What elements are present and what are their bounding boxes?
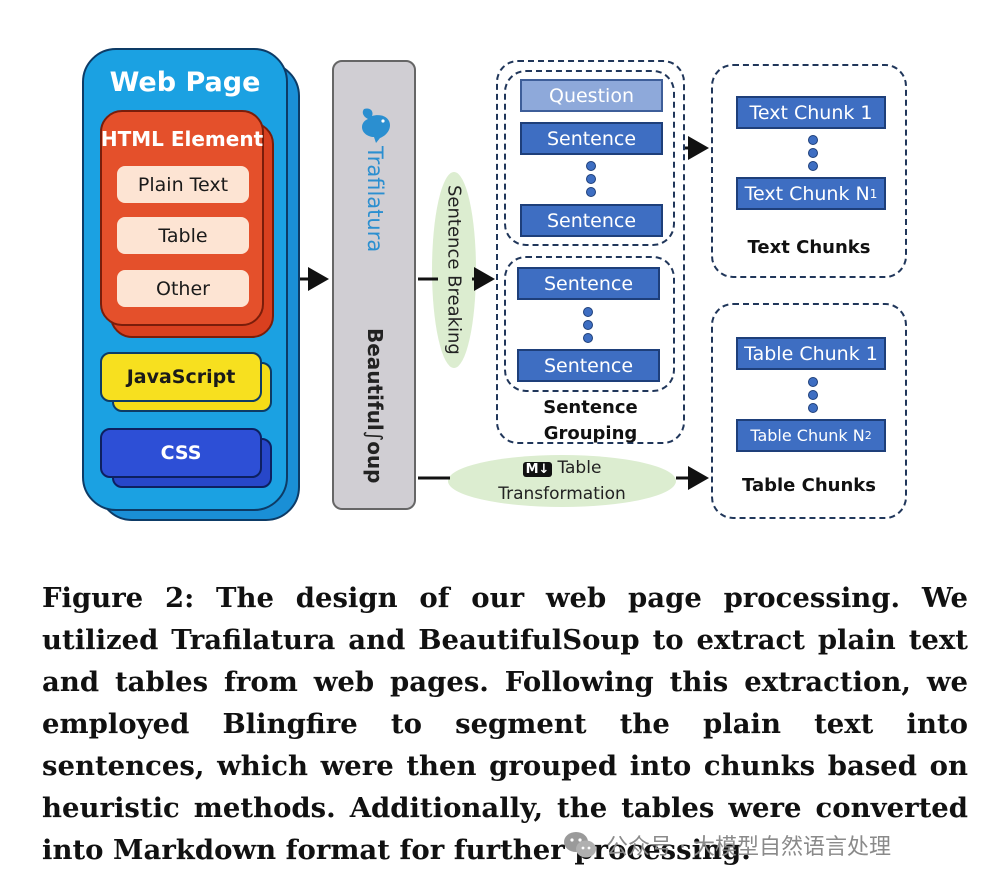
sentence-box: Sentence	[520, 122, 663, 155]
ellipsis-dot	[808, 148, 818, 158]
figure-caption: Figure 2: The design of our web page pro…	[42, 582, 968, 866]
ellipsis-dot	[583, 320, 593, 330]
sentence-breaking-oval	[432, 172, 476, 368]
table-chunks-box	[711, 303, 907, 519]
table-transformation-line2: Transformation	[498, 484, 626, 504]
wechat-icon	[564, 832, 596, 858]
web-page-title: Web Page	[109, 66, 261, 98]
sentence-breaking-label: Sentence Breaking	[443, 185, 465, 355]
ellipsis-dot	[808, 390, 818, 400]
other-item: Other	[117, 270, 249, 307]
question-box: Question	[520, 79, 663, 112]
trafilatura-label: Trafilatura	[363, 146, 387, 253]
sentence-grouping-title: Sentence Grouping	[496, 395, 685, 447]
ellipsis-dot	[586, 187, 596, 197]
sentence-group-1	[504, 70, 675, 246]
ellipsis-dot	[586, 161, 596, 171]
sentence-box: Sentence	[520, 204, 663, 237]
table-chunks-title: Table Chunks	[742, 474, 876, 496]
watermark-text: 公众号 · 大模型自然语言处理	[606, 835, 891, 860]
table-transformation-label: M↓ Table Transformation	[448, 456, 676, 506]
table-chunk-first: Table Chunk 1	[736, 337, 886, 370]
ellipsis-dot	[586, 174, 596, 184]
css-box: CSS	[100, 428, 262, 478]
sentence-box: Sentence	[517, 349, 660, 382]
html-element-title: HTML Element	[100, 127, 264, 151]
table-transformation-oval	[448, 455, 676, 507]
beautifulsoup-label: Beautiful∫oup	[358, 328, 392, 483]
ellipsis-dot	[808, 161, 818, 171]
ellipsis-dot	[808, 135, 818, 145]
soup-s-icon: ∫	[363, 430, 387, 442]
table-item: Table	[117, 217, 249, 254]
trafilatura-logo-icon	[362, 108, 390, 143]
text-chunk-last-label: Text Chunk N	[744, 182, 870, 205]
text-chunk-first: Text Chunk 1	[736, 96, 886, 129]
table-chunk-last-label: Table Chunk N	[750, 426, 865, 445]
sentence-grouping-box	[496, 60, 685, 444]
markdown-icon: M↓	[522, 462, 553, 477]
table-transformation-text-1: Table	[557, 458, 602, 478]
javascript-box: JavaScript	[100, 352, 262, 402]
ellipsis-dot	[583, 307, 593, 317]
ellipsis-dot	[583, 333, 593, 343]
ellipsis-dot	[808, 403, 818, 413]
table-chunk-last-subscript: 2	[864, 429, 872, 442]
beautifulsoup-tail-text: oup	[363, 441, 387, 484]
table-transformation-line1: M↓ Table	[448, 456, 676, 482]
text-chunks-title: Text Chunks	[747, 236, 871, 258]
text-chunks-box	[711, 64, 907, 278]
plain-text-item: Plain Text	[117, 166, 249, 203]
sentence-grouping-title-line1: Sentence	[543, 397, 638, 418]
ellipsis-dot	[808, 377, 818, 387]
beautifulsoup-main-text: Beautiful	[363, 328, 387, 431]
sentence-box: Sentence	[517, 267, 660, 300]
watermark: 公众号 · 大模型自然语言处理	[562, 828, 982, 862]
text-chunk-last-subscript: 1	[869, 186, 878, 201]
sentence-grouping-title-line2: Grouping	[543, 423, 638, 444]
sentence-group-2	[504, 256, 675, 392]
connector-arrows	[300, 136, 709, 490]
